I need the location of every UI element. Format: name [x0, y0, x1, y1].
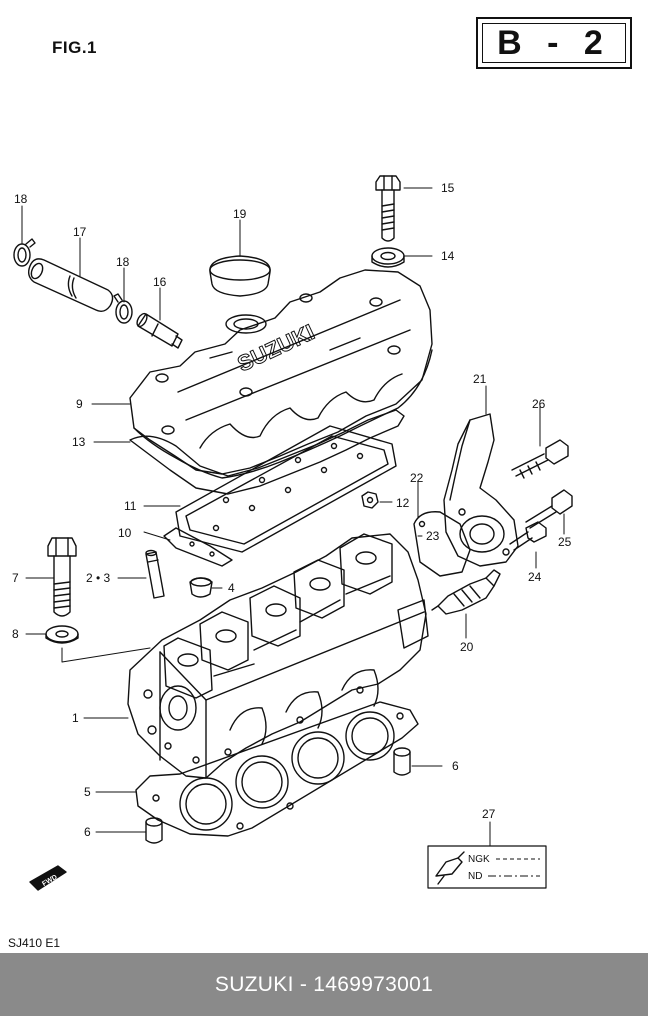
callout-13: 13 [72, 435, 86, 449]
case-bolt-long [511, 439, 569, 479]
head-bolt-washer [45, 625, 79, 644]
callout-2-3: 2 • 3 [86, 571, 111, 585]
oil-filler-cap [209, 255, 271, 297]
callout-6-right: 6 [452, 759, 459, 773]
callout-20: 20 [460, 640, 474, 654]
callout-26: 26 [532, 397, 546, 411]
section-code-box: B - 2 [476, 17, 632, 69]
callout-25: 25 [558, 535, 572, 549]
leader-lines [21, 187, 565, 847]
legend-ngk-label: NGK [468, 854, 490, 865]
legend-line-styles [488, 858, 540, 877]
callout-18-left: 18 [14, 192, 28, 206]
exploded-view-drawing: 18 17 18 16 19 15 14 9 13 21 26 22 12 11… [12, 175, 573, 891]
figure-label: FIG.1 [52, 38, 98, 57]
distributor-gasket [413, 511, 471, 577]
callout-17: 17 [73, 225, 87, 239]
cover-gasket [129, 409, 405, 495]
hose-clamp-right [113, 293, 133, 324]
callout-14: 14 [441, 249, 455, 263]
callout-22: 22 [410, 471, 424, 485]
callout-6-left: 6 [84, 825, 91, 839]
callout-12: 12 [396, 496, 410, 510]
intake-gasket-upper [175, 425, 397, 553]
model-code: SJ410 E1 [8, 936, 61, 950]
cylinder-head [127, 533, 429, 779]
cover-grommet [371, 247, 405, 268]
case-bolt-lower [509, 521, 547, 551]
callout-18-right: 18 [116, 255, 130, 269]
footer-part-number: SUZUKI - 1469973001 [214, 972, 434, 996]
callout-23: 23 [426, 529, 440, 543]
head-bolt [47, 537, 77, 617]
callout-21: 21 [473, 372, 487, 386]
legend-nd-label: ND [468, 871, 482, 882]
fwd-arrow-marker [29, 865, 67, 891]
callout-19: 19 [233, 207, 247, 221]
footer-bar: SUZUKI - 1469973001 [0, 953, 648, 1016]
callout-15: 15 [441, 181, 455, 195]
cylinder-head-gasket [135, 701, 419, 837]
dowel-pin-right [393, 747, 411, 776]
cover-bolt [375, 175, 401, 242]
cover-nut [361, 491, 379, 509]
callout-27: 27 [482, 807, 496, 821]
callout-7: 7 [12, 571, 19, 585]
callout-24: 24 [528, 570, 542, 584]
cylinder-head-cover [129, 269, 433, 479]
section-code: B - 2 [497, 23, 611, 62]
valve-guide [145, 549, 165, 599]
valve-stem-seal [189, 577, 213, 598]
callout-11: 11 [124, 499, 137, 513]
intake-gasket-lower [163, 527, 233, 567]
callout-5: 5 [84, 785, 91, 799]
dowel-pin-left [145, 817, 163, 844]
spark-plug-legend-box [427, 845, 547, 889]
callout-8: 8 [12, 627, 19, 641]
case-bolt-short [525, 489, 573, 529]
callout-4: 4 [228, 581, 235, 595]
callout-10: 10 [118, 526, 132, 540]
spark-plug [431, 569, 501, 615]
callout-1: 1 [72, 711, 79, 725]
breather-hose [27, 258, 114, 313]
callout-16: 16 [153, 275, 167, 289]
distributor-case [443, 413, 519, 567]
pcv-union [136, 312, 183, 349]
callout-9: 9 [76, 397, 83, 411]
